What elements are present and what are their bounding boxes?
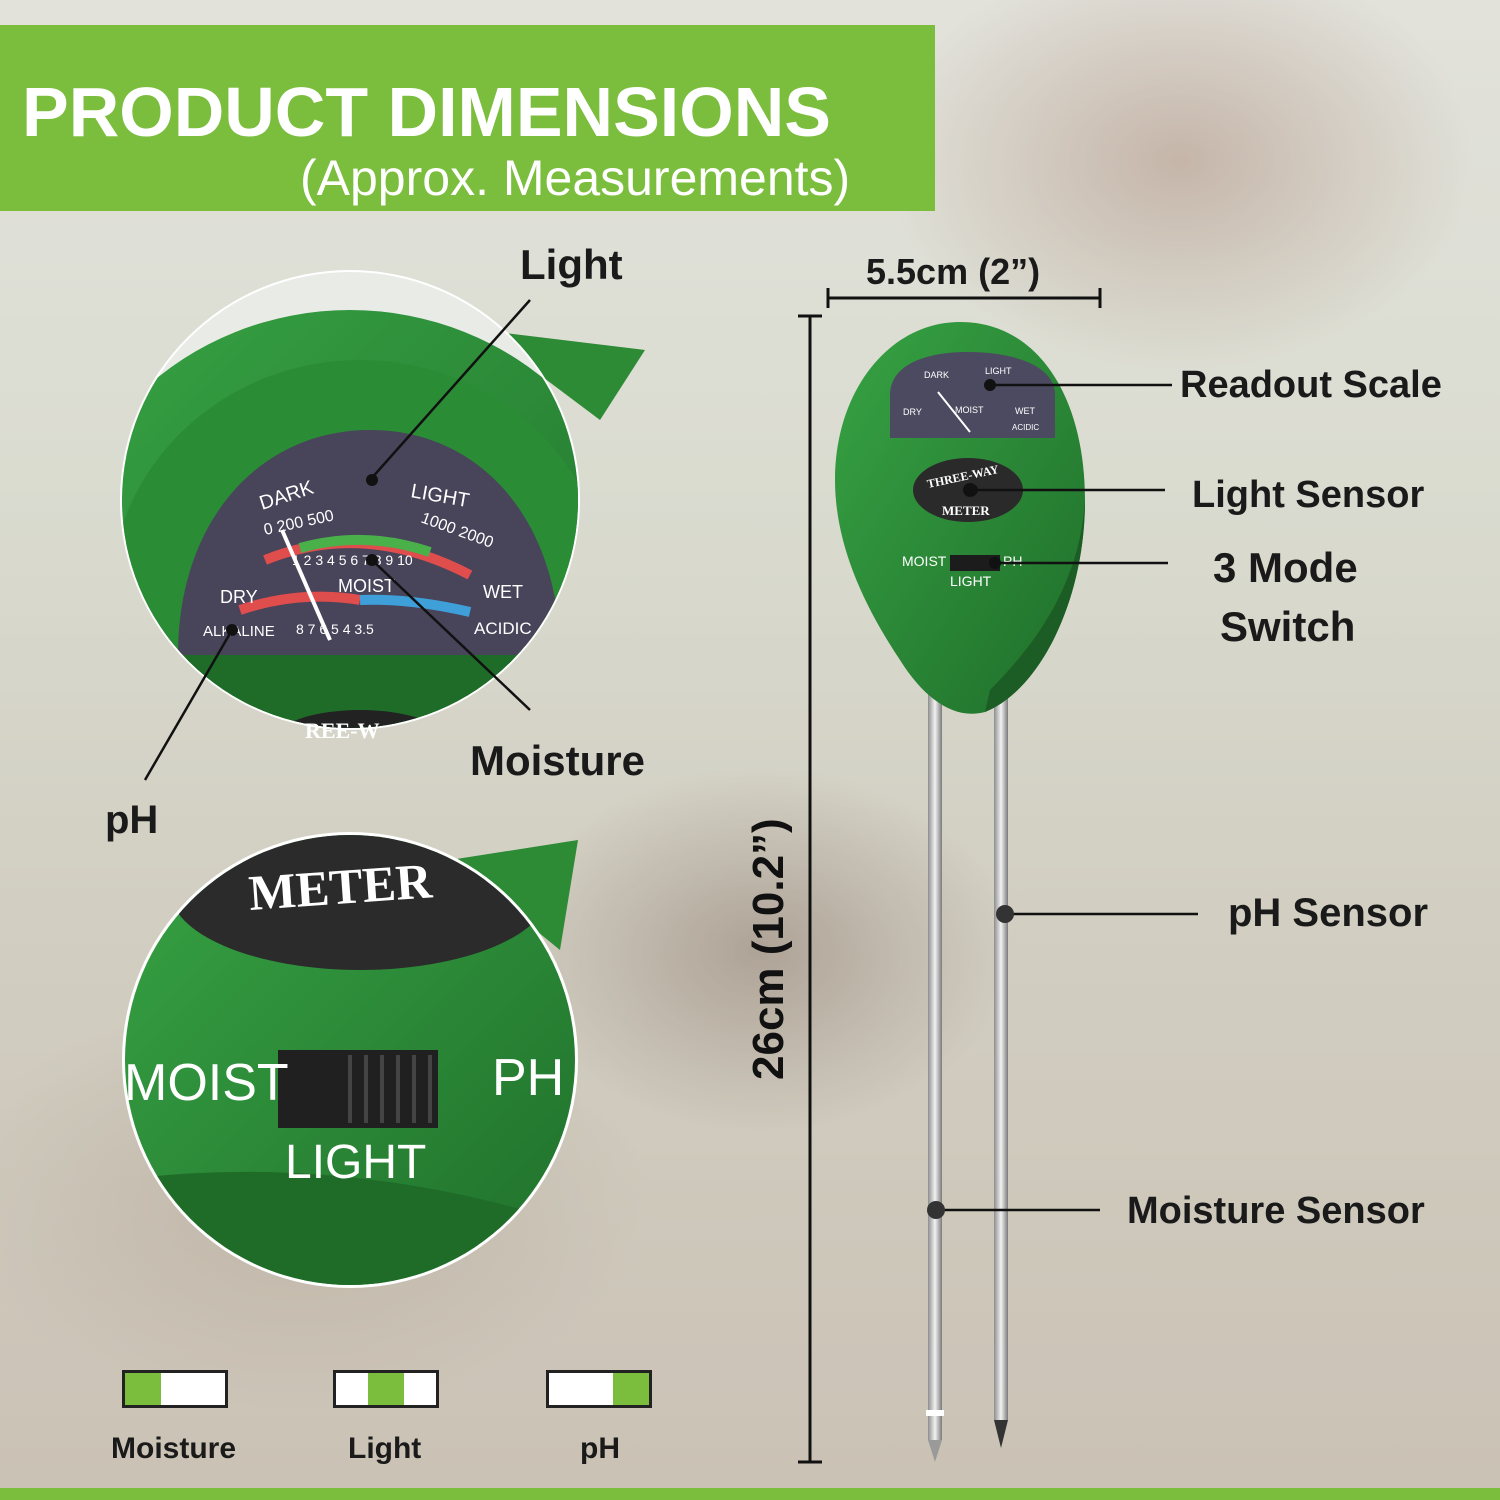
width-dimension-label: 5.5cm (2”): [866, 251, 1041, 292]
device-dial-dark: DARK: [924, 370, 949, 380]
switch-zoom-moist: MOIST: [124, 1054, 289, 1112]
device-switch-ph: PH: [1003, 553, 1022, 569]
switch-zoom-meter: METER: [247, 852, 435, 921]
bottom-accent-bar: [0, 1488, 1500, 1500]
callout-light: Light: [520, 241, 623, 288]
callout-ph: pH: [105, 798, 159, 842]
device-switch-light: LIGHT: [950, 573, 992, 589]
banner-subtitle: (Approx. Measurements): [300, 150, 851, 206]
device-dial-moist: MOIST: [955, 405, 984, 415]
dial-ph-scale: 8 7 6 5 4 3.5: [296, 621, 374, 637]
callout-light-sensor: Light Sensor: [1192, 474, 1425, 516]
height-dimension-label: 26cm (10.2”): [744, 818, 793, 1080]
legend-ph-switch-icon: [546, 1370, 652, 1408]
callout-moisture-sensor: Moisture Sensor: [1127, 1190, 1425, 1232]
legend-light-label: Light: [348, 1432, 422, 1465]
legend-moisture-switch-icon: [122, 1370, 228, 1408]
callout-ph-sensor: pH Sensor: [1228, 891, 1429, 935]
device-brand-bottom: METER: [942, 503, 990, 518]
device-dial-dry: DRY: [903, 407, 922, 417]
device-dial-acidic: ACIDIC: [1012, 423, 1039, 432]
switch-zoom-ph: PH: [492, 1049, 564, 1107]
legend-light-switch-icon: [333, 1370, 439, 1408]
width-dimension: [826, 288, 1102, 308]
height-dimension: [798, 314, 822, 1464]
dial-wet: WET: [483, 582, 523, 602]
dial-acidic: ACIDIC: [474, 619, 532, 638]
legend-ph-label: pH: [580, 1432, 620, 1465]
banner-title: PRODUCT DIMENSIONS: [22, 73, 831, 151]
device-dial-light: LIGHT: [985, 366, 1012, 376]
legend-moisture-label: Moisture: [111, 1432, 237, 1465]
dial-dry: DRY: [220, 587, 258, 607]
soil-meter-device: DARK LIGHT DRY MOIST WET ACIDIC THREE-WA…: [835, 322, 1085, 1462]
device-dial-wet: WET: [1015, 406, 1035, 416]
dial-alkaline: ALKALINE: [203, 623, 275, 640]
callout-mode-switch-line1: 3 Mode: [1213, 544, 1358, 591]
callout-readout-scale: Readout Scale: [1180, 364, 1442, 406]
dial-brand-fragment: REE-W: [305, 718, 380, 743]
switch-zoom-light: LIGHT: [285, 1136, 426, 1189]
dial-zoom: DARK LIGHT 0 200 500 1000 2000 1 2 3 4 5…: [120, 270, 645, 743]
device-switch-moist: MOIST: [902, 553, 947, 569]
title-banner: PRODUCT DIMENSIONS (Approx. Measurements…: [0, 25, 935, 211]
switch-zoom: METER MOIST PH LIGHT: [122, 832, 578, 1288]
callout-moisture: Moisture: [470, 737, 646, 784]
dial-moist: MOIST: [338, 576, 395, 596]
callout-mode-switch-line2: Switch: [1220, 603, 1356, 650]
dial-moist-scale: 1 2 3 4 5 6 7 8 9 10: [292, 552, 413, 568]
